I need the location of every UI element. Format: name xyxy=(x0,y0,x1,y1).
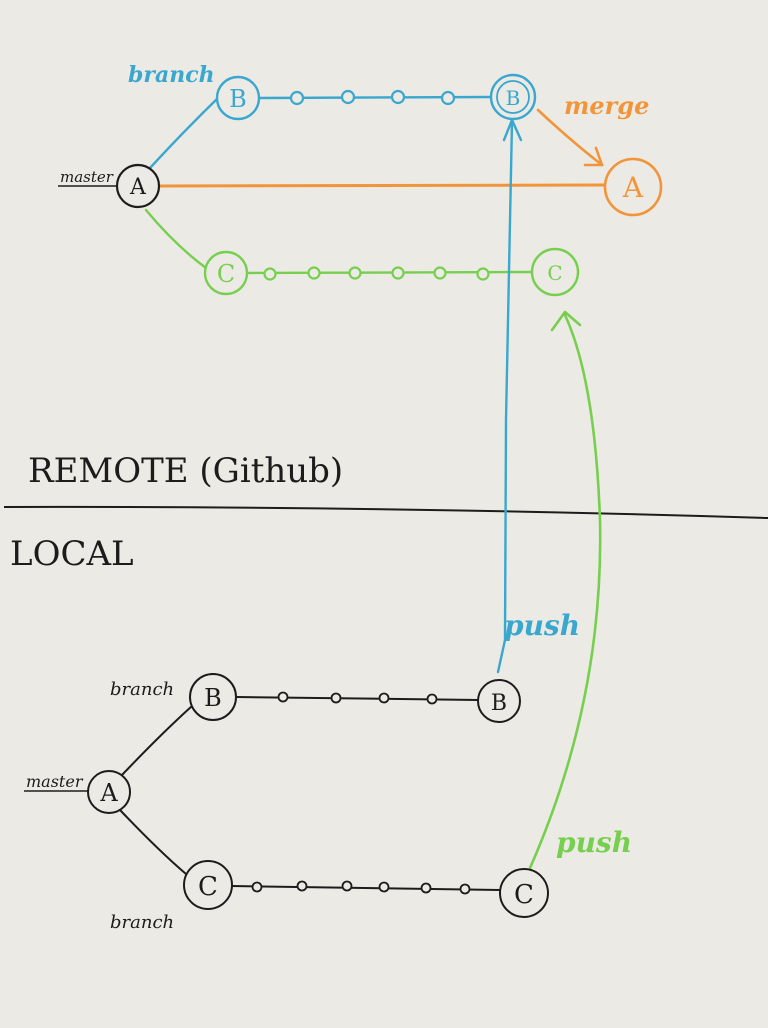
remote-branch-c-start-node: C xyxy=(203,250,249,296)
local-branch-c-start-label: C xyxy=(198,872,218,902)
remote-blue-branch-edge xyxy=(148,96,220,170)
local-section-label: LOCAL xyxy=(10,534,134,574)
remote-green-commit xyxy=(307,266,321,280)
local-top-commit xyxy=(277,691,289,703)
local-top-branch-edge xyxy=(121,705,193,776)
remote-blue-commit xyxy=(440,90,456,106)
push-arrow-blue xyxy=(496,118,523,674)
remote-blue-commit xyxy=(340,89,356,105)
remote-green-branch-edge xyxy=(144,208,208,270)
merge-arrow xyxy=(536,108,604,167)
remote-green-commit xyxy=(476,267,490,281)
remote-section-label: REMOTE (Github) xyxy=(28,451,343,491)
local-branch-c-start-node: C xyxy=(183,860,233,910)
remote-master-merge-line xyxy=(158,183,606,188)
local-branch-c-end-node: C xyxy=(499,868,549,918)
remote-branch-c-end-label: C xyxy=(547,261,562,285)
local-bottom-commit xyxy=(251,881,263,893)
push-label-green: push xyxy=(556,826,632,859)
local-branch-b-end-node: B xyxy=(477,679,521,723)
local-branch-b-start-label: B xyxy=(204,684,222,712)
push-arrow-green xyxy=(528,310,602,870)
remote-branch-b-start-label: B xyxy=(229,85,247,113)
remote-blue-commit-dots xyxy=(289,89,456,106)
remote-merged-master-node: A xyxy=(603,157,663,217)
local-bottom-commit-dots xyxy=(251,880,471,895)
remote-master-node-label: A xyxy=(129,175,147,200)
remote-blue-commit xyxy=(289,90,305,106)
remote-master-label: master xyxy=(60,168,114,186)
merge-label: merge xyxy=(564,91,649,120)
local-top-commit-line xyxy=(235,696,479,701)
remote-green-commit xyxy=(391,266,405,280)
local-bottom-commit xyxy=(378,881,390,893)
local-master-label: master xyxy=(26,772,84,791)
local-branch-b-start-node: B xyxy=(189,673,237,721)
local-bottom-commit-line xyxy=(231,885,501,891)
local-bottom-branch-edge xyxy=(119,809,187,875)
local-branch-c-end-label: C xyxy=(514,880,534,910)
push-label-blue: push xyxy=(504,609,580,642)
local-top-commit xyxy=(378,692,390,704)
local-bottom-commit xyxy=(420,882,432,894)
local-bottom-commit xyxy=(459,883,471,895)
remote-master-node: A xyxy=(115,163,161,209)
local-bottom-commit xyxy=(296,880,308,892)
remote-green-commit xyxy=(433,266,447,280)
remote-blue-commit xyxy=(390,89,406,105)
local-top-commit xyxy=(426,693,438,705)
local-top-commit-dots xyxy=(277,691,438,705)
remote-branch-c-end-node: C xyxy=(530,247,580,297)
remote-merged-master-label: A xyxy=(622,171,644,204)
remote-branch-b-end-label: B xyxy=(506,86,521,110)
local-top-commit xyxy=(330,692,342,704)
remote-green-commit xyxy=(263,267,277,281)
remote-branch-b-end-node: B xyxy=(489,73,537,121)
local-top-branch-label: branch xyxy=(110,679,174,700)
remote-branch-b-start-node: B xyxy=(215,75,261,121)
local-master-node: A xyxy=(87,770,131,814)
local-branch-b-end-label: B xyxy=(491,691,507,716)
remote-local-divider xyxy=(3,505,768,519)
remote-green-commit xyxy=(348,266,362,280)
local-master-node-label: A xyxy=(99,779,118,807)
local-bottom-commit xyxy=(341,880,353,892)
remote-branch-label: branch xyxy=(128,62,215,88)
remote-green-commit-dots xyxy=(263,266,490,281)
remote-branch-c-start-label: C xyxy=(217,260,235,288)
local-bottom-branch-label: branch xyxy=(110,912,174,933)
